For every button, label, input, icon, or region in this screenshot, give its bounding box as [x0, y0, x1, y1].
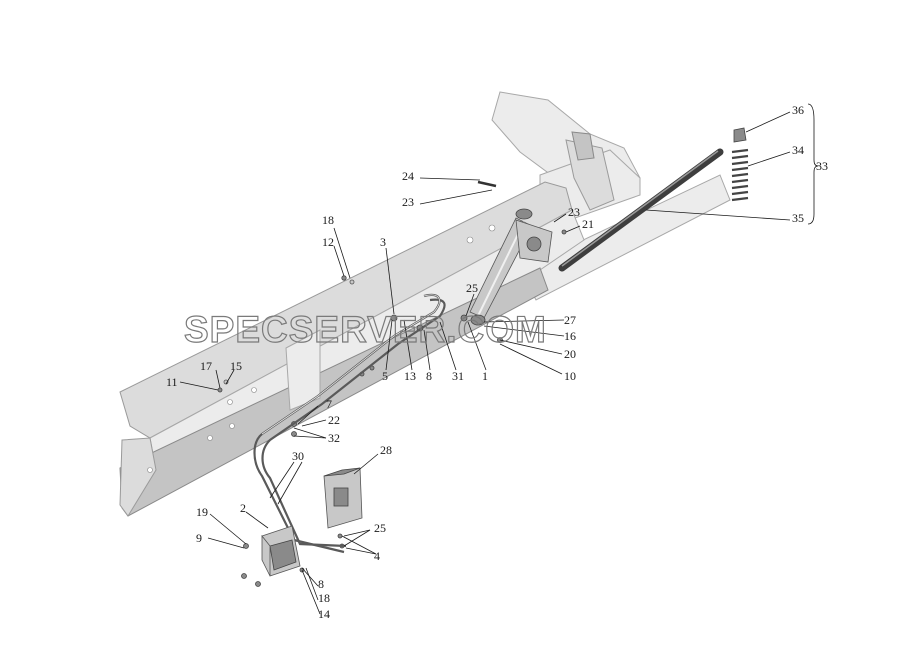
callout-10: 10	[564, 369, 576, 383]
callout-24: 24	[402, 169, 414, 183]
callout-1: 1	[482, 369, 488, 383]
hydraulic-lines	[253, 293, 446, 554]
callout-2: 2	[240, 501, 246, 515]
callout-30: 30	[292, 449, 304, 463]
callout-3: 3	[380, 235, 386, 249]
callout-5: 5	[382, 369, 388, 383]
callout-15: 15	[230, 359, 242, 373]
callout-8-lower: 8	[318, 577, 324, 591]
callout-23-right: 23	[568, 205, 580, 219]
callout-36: 36	[792, 103, 804, 117]
callout-21: 21	[582, 217, 594, 231]
callout-8-upper: 8	[426, 369, 432, 383]
callout-28: 28	[380, 443, 392, 457]
callout-16: 16	[564, 329, 576, 343]
frame-rail	[119, 181, 585, 517]
callout-20: 20	[564, 347, 576, 361]
callout-33: 33	[816, 159, 828, 173]
callout-25-lower: 25	[374, 521, 386, 535]
watermark: SPECSERVER.COM	[184, 309, 547, 350]
callout-labels: 36 34 33 35 24 23 23 21 18 12 3 25 27 16…	[166, 103, 828, 621]
leader-lines	[179, 103, 819, 615]
mounting-bracket	[261, 525, 301, 577]
callout-27: 27	[564, 313, 576, 327]
callout-35: 35	[792, 211, 804, 225]
callout-17: 17	[200, 359, 212, 373]
spring-assembly	[731, 127, 749, 202]
callout-18-lower: 18	[318, 591, 330, 605]
hydraulic-cylinder	[469, 208, 553, 326]
torsion-bar	[558, 148, 724, 272]
callout-19: 19	[196, 505, 208, 519]
callout-9: 9	[196, 531, 202, 545]
callout-22: 22	[328, 413, 340, 427]
callout-31: 31	[452, 369, 464, 383]
callout-12: 12	[322, 235, 334, 249]
callout-23-upper: 23	[402, 195, 414, 209]
callout-18-upper: 18	[322, 213, 334, 227]
callout-34: 34	[792, 143, 804, 157]
callout-4: 4	[374, 549, 380, 563]
callout-32: 32	[328, 431, 340, 445]
callout-7: 7	[326, 397, 332, 411]
callout-25-upper: 25	[466, 281, 478, 295]
callout-14: 14	[318, 607, 330, 621]
small-hardware	[217, 180, 567, 587]
callout-13: 13	[404, 369, 416, 383]
callout-11: 11	[166, 375, 178, 389]
valve-block	[323, 467, 363, 529]
